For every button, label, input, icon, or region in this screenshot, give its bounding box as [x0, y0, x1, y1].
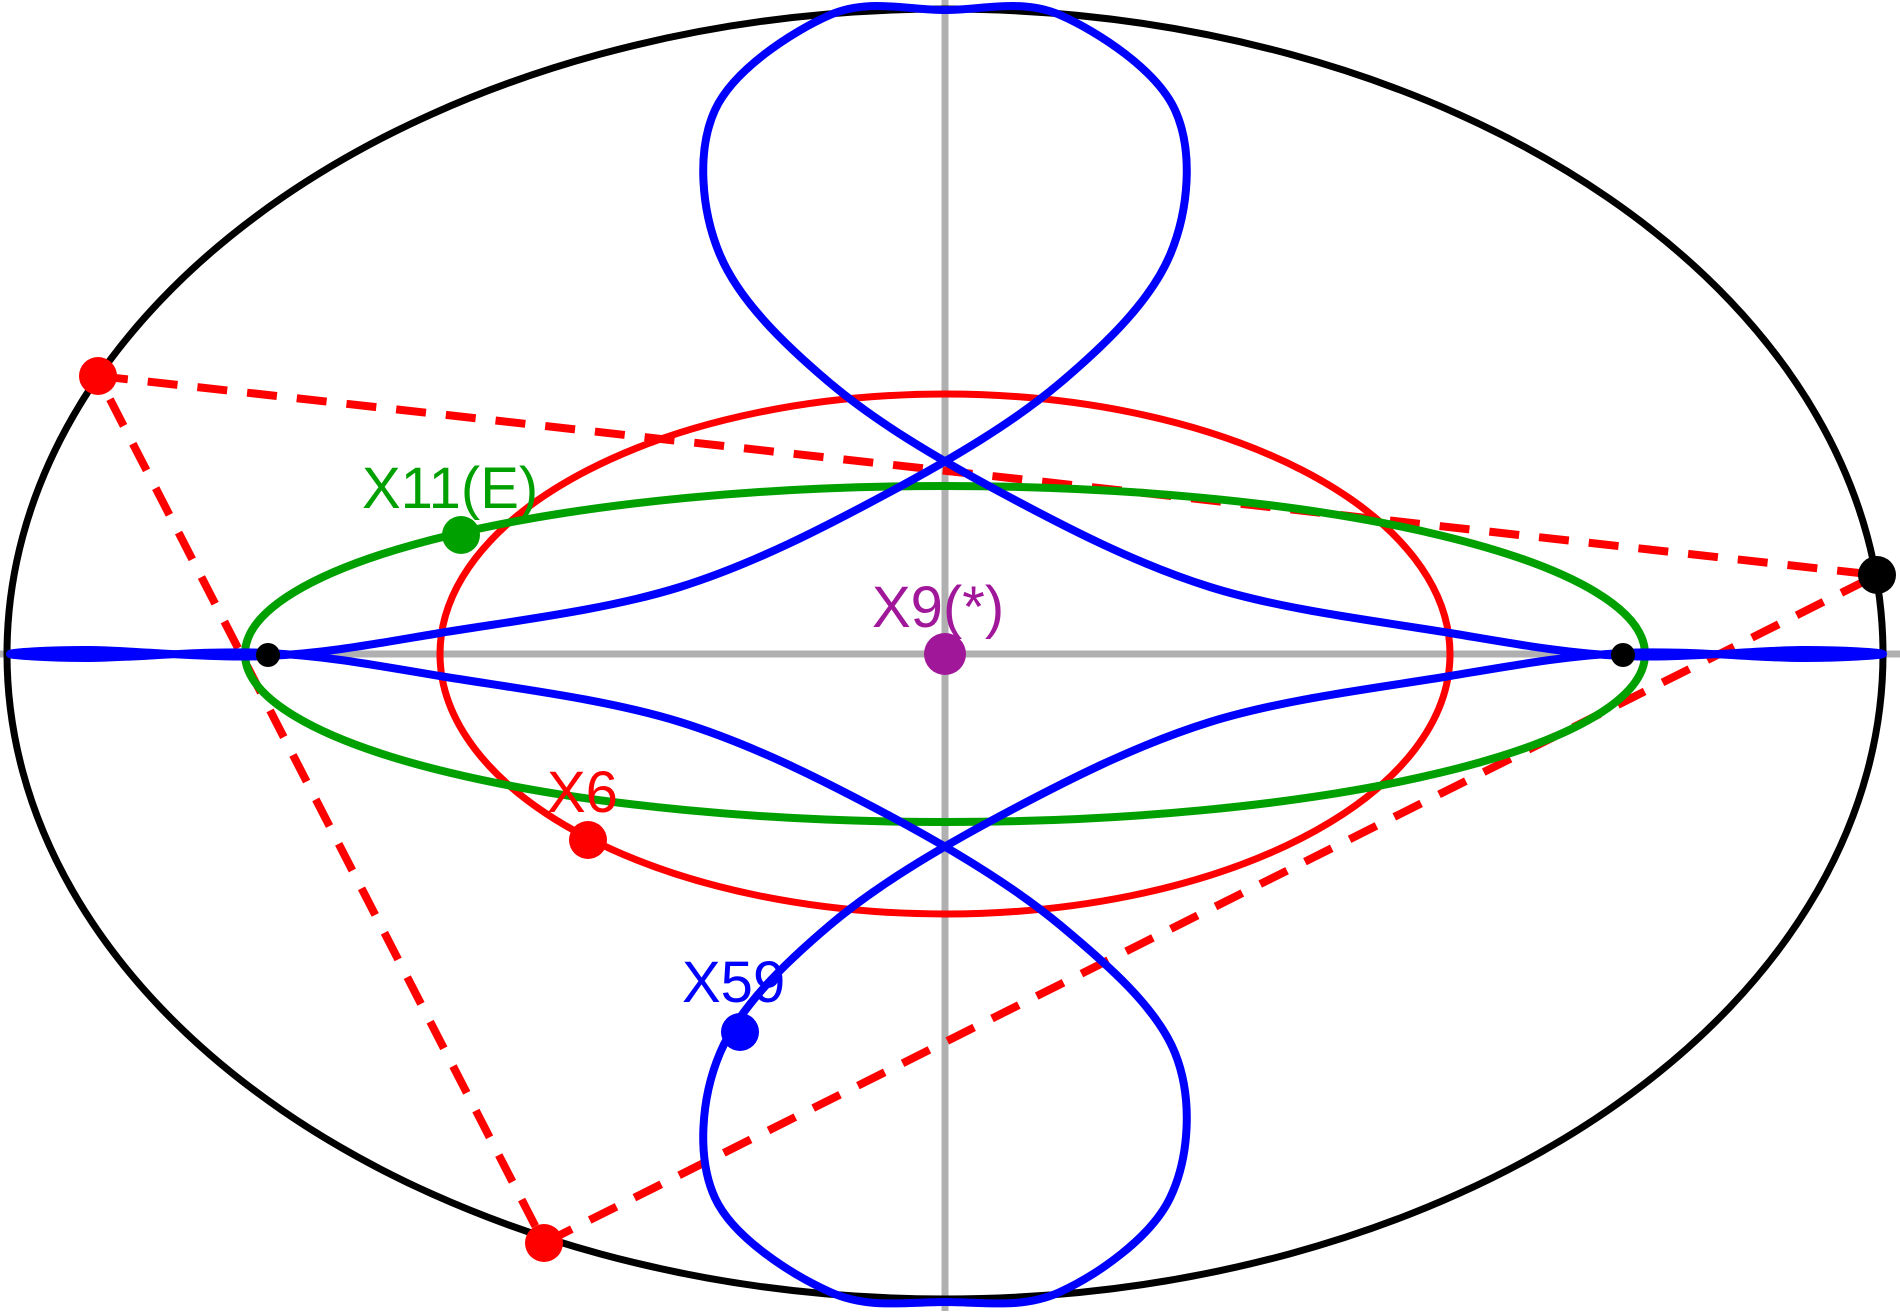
triangle-vertex-a	[79, 357, 117, 395]
x6-label: X6	[547, 760, 618, 825]
x59-point	[721, 1013, 759, 1051]
red-ellipse	[436, 390, 1454, 918]
right-focus-point	[1611, 643, 1635, 667]
triangle-vertex-c	[525, 1224, 563, 1262]
x9-point	[924, 633, 966, 675]
x6-point	[569, 821, 607, 859]
x11-point	[442, 516, 480, 554]
x9-label: X9(*)	[872, 575, 1004, 640]
x11-label: X11(E)	[362, 456, 538, 521]
left-focus-point	[256, 643, 280, 667]
triangle-vertex-b	[1858, 556, 1896, 594]
x59-label: X59	[682, 950, 785, 1015]
dashed-triangle	[91, 371, 1891, 1249]
blue-curve	[6, 2, 1887, 1308]
